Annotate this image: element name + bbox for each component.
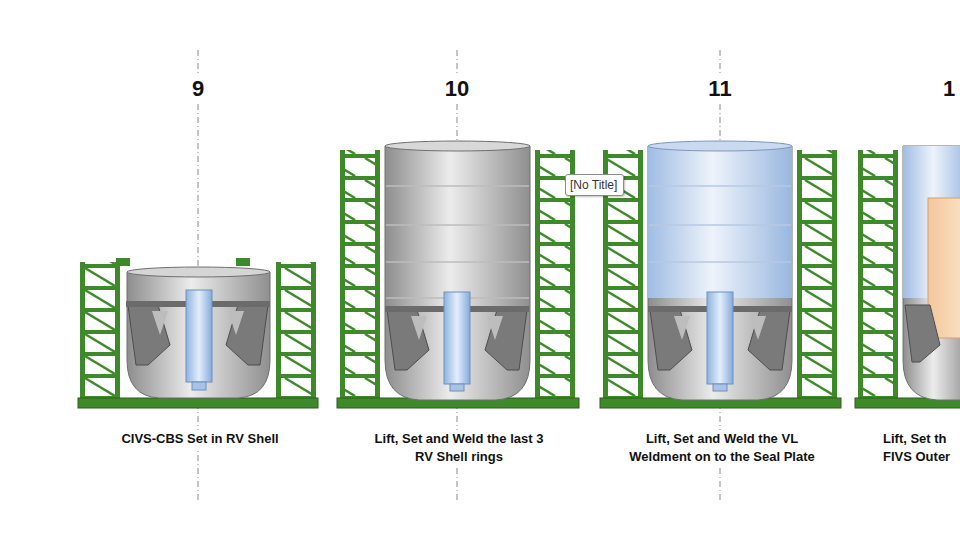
- step-number: 1: [943, 76, 957, 102]
- tooltip-box: [No Title]: [565, 174, 624, 196]
- step-caption: Lift, Set and Weld the VL Weldment on to…: [617, 430, 827, 466]
- step-number: 10: [427, 76, 487, 102]
- reactor-vessel: [648, 141, 792, 400]
- step-number: 11: [690, 76, 750, 102]
- reactor-vessel: [385, 141, 530, 400]
- reactor-vessel: [903, 146, 960, 400]
- tooltip-text: [No Title]: [570, 177, 619, 193]
- step-caption: Lift, Set and Weld the last 3 RV Shell r…: [367, 430, 551, 466]
- step-caption: Lift, Set th FIVS Outer: [881, 430, 959, 466]
- scaffold: [78, 258, 318, 408]
- step-number: 9: [168, 76, 228, 102]
- reactor-vessel: [126, 267, 270, 398]
- step-caption: CIVS-CBS Set in RV Shell: [78, 430, 322, 448]
